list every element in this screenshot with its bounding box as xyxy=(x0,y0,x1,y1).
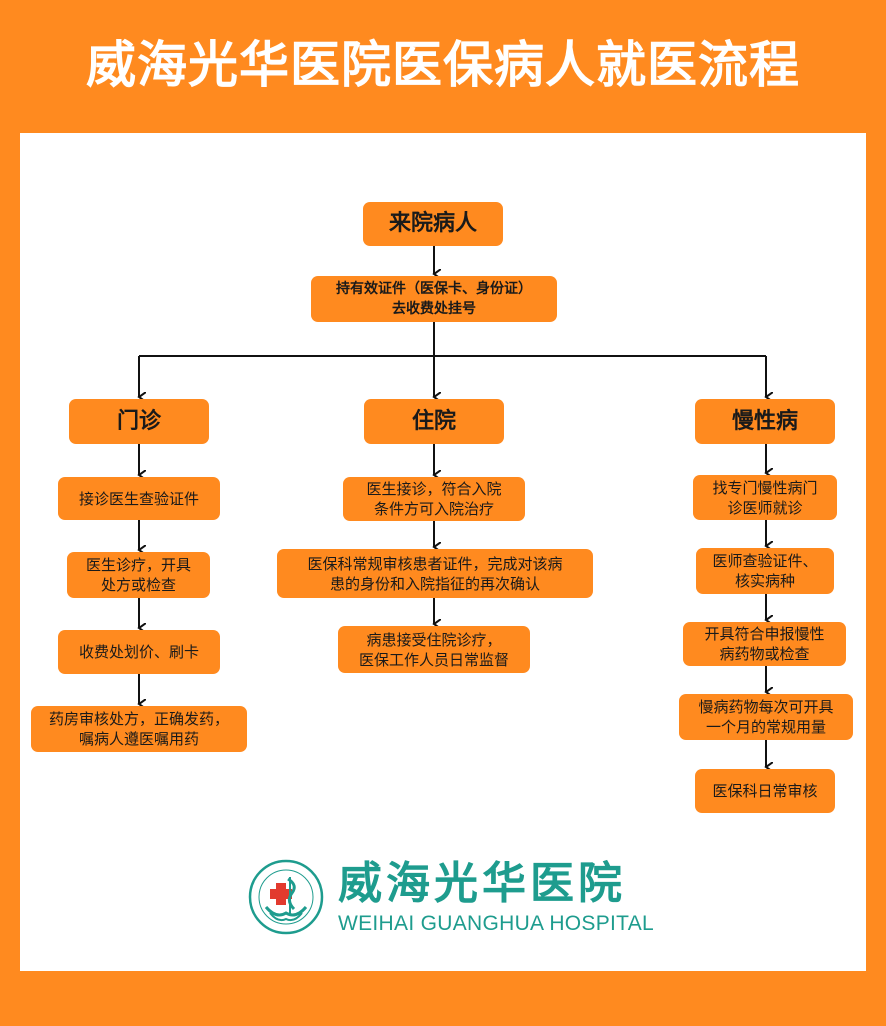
node-outpatient: 门诊 xyxy=(69,399,209,444)
inpatient-step-1: 医生接诊，符合入院 条件方可入院治疗 xyxy=(343,477,525,521)
hospital-name-en: WEIHAI GUANGHUA HOSPITAL xyxy=(338,912,655,935)
outpatient-step-4: 药房审核处方，正确发药， 嘱病人遵医嘱用药 xyxy=(31,706,247,752)
hospital-emblem-icon xyxy=(248,859,324,935)
outpatient-step-3: 收费处划价、刷卡 xyxy=(58,630,220,674)
chronic-step-5: 医保科日常审核 xyxy=(695,769,835,813)
node-inpatient: 住院 xyxy=(364,399,504,444)
chronic-step-2: 医师查验证件、 核实病种 xyxy=(696,548,834,594)
page-title: 威海光华医院医保病人就医流程 xyxy=(86,36,800,94)
outpatient-step-2: 医生诊疗，开具 处方或检查 xyxy=(67,552,210,598)
outpatient-step-1: 接诊医生查验证件 xyxy=(58,477,220,520)
node-chronic: 慢性病 xyxy=(695,399,835,444)
node-register: 持有效证件（医保卡、身份证） 去收费处挂号 xyxy=(311,276,557,322)
chronic-step-1: 找专门慢性病门 诊医师就诊 xyxy=(693,475,837,520)
inpatient-step-3: 病患接受住院诊疗， 医保工作人员日常监督 xyxy=(338,626,530,673)
hospital-name-cn: 威海光华医院 xyxy=(338,858,626,909)
inpatient-step-2: 医保科常规审核患者证件，完成对该病 患的身份和入院指征的再次确认 xyxy=(277,549,593,598)
node-start: 来院病人 xyxy=(363,202,503,246)
chronic-step-4: 慢病药物每次可开具 一个月的常规用量 xyxy=(679,694,853,740)
chronic-step-3: 开具符合申报慢性 病药物或检查 xyxy=(683,622,846,666)
